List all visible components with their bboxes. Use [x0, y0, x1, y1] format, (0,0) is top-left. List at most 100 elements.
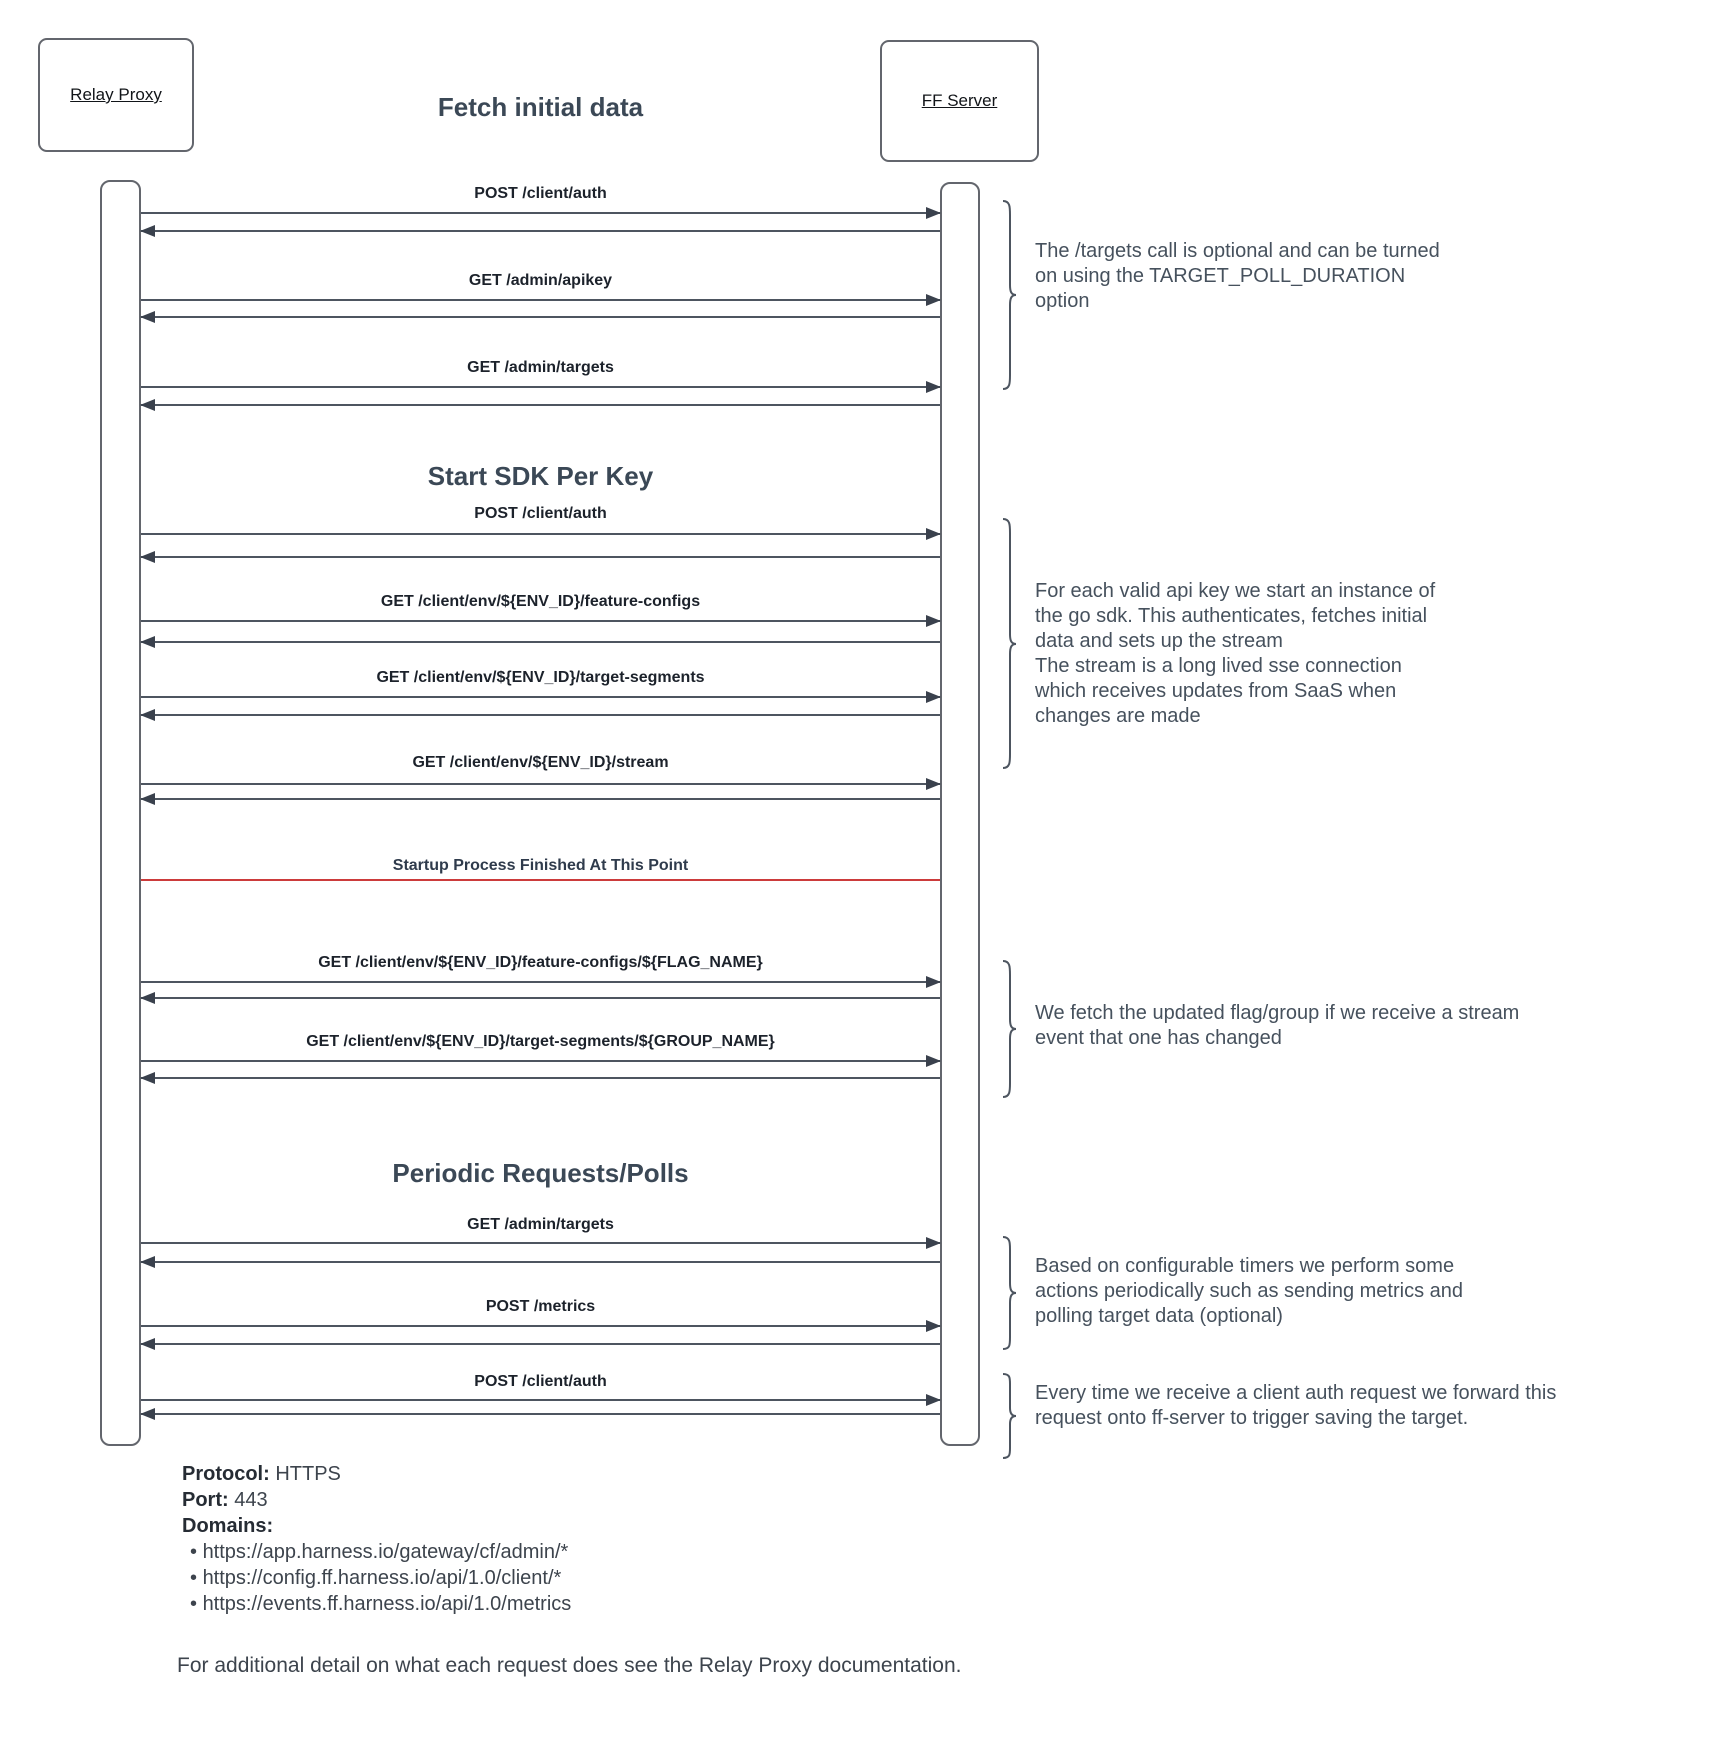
message-label: GET /client/env/${ENV_ID}/stream	[412, 754, 669, 771]
response-arrow	[140, 1408, 940, 1420]
arrowhead-right-icon	[926, 207, 941, 219]
arrowhead-left-icon	[140, 225, 155, 237]
arrowhead-right-icon	[926, 1055, 941, 1067]
response-arrow	[140, 636, 940, 648]
arrowhead-right-icon	[926, 1237, 941, 1249]
brace-icon	[1002, 1236, 1017, 1350]
annotation-targets-optional: The /targets call is optional and can be…	[1035, 239, 1635, 314]
annotation-line: changes are made	[1035, 705, 1201, 727]
annotation-line: For each valid api key we start an insta…	[1035, 580, 1436, 602]
actor-ff-server-label: FF Server	[921, 91, 998, 110]
arrowhead-right-icon	[926, 528, 941, 540]
request-arrow	[141, 381, 941, 393]
actor-relay-proxy-label: Relay Proxy	[70, 85, 162, 104]
message-label: POST /client/auth	[474, 1373, 607, 1390]
section-title-periodic-requests: Periodic Requests/Polls	[392, 1158, 689, 1188]
request-arrow	[141, 1394, 941, 1406]
lifeline-ff-server	[940, 182, 980, 1446]
arrowhead-right-icon	[926, 615, 941, 627]
arrowhead-left-icon	[140, 399, 155, 411]
brace-icon	[1002, 1373, 1017, 1459]
message-label: GET /admin/apikey	[468, 272, 613, 289]
annotation-line: Based on configurable timers we perform …	[1035, 1255, 1455, 1277]
section-title-start-sdk-per-key: Start SDK Per Key	[427, 461, 654, 491]
annotation-line: We fetch the updated flag/group if we re…	[1035, 1002, 1520, 1024]
domain-item: https://app.harness.io/gateway/cf/admin/…	[182, 1539, 571, 1565]
domain-item: https://config.ff.harness.io/api/1.0/cli…	[182, 1565, 571, 1591]
response-arrow	[140, 1072, 940, 1084]
section-title-fetch-initial-data: Fetch initial data	[437, 92, 644, 122]
annotation-line: which receives updates from SaaS when	[1035, 680, 1397, 702]
arrowhead-left-icon	[140, 1072, 155, 1084]
arrowhead-left-icon	[140, 551, 155, 563]
arrowhead-right-icon	[926, 691, 941, 703]
arrowhead-left-icon	[140, 793, 155, 805]
response-arrow	[140, 399, 940, 411]
port-label: Port:	[182, 1489, 229, 1511]
annotation-line: The /targets call is optional and can be…	[1035, 240, 1440, 262]
annotation-line: polling target data (optional)	[1035, 1305, 1283, 1327]
arrowhead-right-icon	[926, 976, 941, 988]
response-arrow	[140, 992, 940, 1004]
request-arrow	[141, 528, 941, 540]
request-arrow	[141, 691, 941, 703]
documentation-note: For additional detail on what each reque…	[177, 1654, 962, 1677]
annotation-line: option	[1035, 290, 1090, 312]
brace-icon	[1002, 518, 1017, 769]
connection-info: Protocol: HTTPS Port: 443 Domains: https…	[182, 1461, 571, 1617]
annotation-client-auth-forward: Every time we receive a client auth requ…	[1035, 1381, 1635, 1431]
annotation-line: data and sets up the stream	[1035, 630, 1283, 652]
response-arrow	[140, 225, 940, 237]
domain-item: https://events.ff.harness.io/api/1.0/met…	[182, 1591, 572, 1617]
response-arrow	[140, 1338, 940, 1350]
startup-finished-label: Startup Process Finished At This Point	[392, 857, 689, 874]
arrowhead-left-icon	[140, 992, 155, 1004]
annotation-line: event that one has changed	[1035, 1027, 1282, 1049]
request-arrow	[141, 1055, 941, 1067]
request-arrow	[141, 615, 941, 627]
message-label: POST /client/auth	[474, 185, 607, 202]
brace-icon	[1002, 200, 1017, 390]
message-label: GET /client/env/${ENV_ID}/target-segment…	[306, 1033, 775, 1050]
arrowhead-left-icon	[140, 311, 155, 323]
message-label: GET /client/env/${ENV_ID}/feature-config…	[318, 954, 763, 971]
annotation-periodic-timers: Based on configurable timers we perform …	[1035, 1254, 1635, 1329]
port-row: Port: 443	[182, 1487, 571, 1513]
response-arrow	[140, 793, 940, 805]
protocol-value: HTTPS	[269, 1463, 341, 1485]
request-arrow	[141, 778, 941, 790]
domains-row: Domains:	[182, 1513, 571, 1539]
arrowhead-left-icon	[140, 636, 155, 648]
arrowhead-right-icon	[926, 294, 941, 306]
annotation-line: The stream is a long lived sse connectio…	[1035, 655, 1402, 677]
annotation-stream-event: We fetch the updated flag/group if we re…	[1035, 1001, 1635, 1051]
protocol-label: Protocol:	[182, 1463, 270, 1485]
arrowhead-right-icon	[926, 381, 941, 393]
arrowhead-left-icon	[140, 1408, 155, 1420]
message-label: GET /client/env/${ENV_ID}/target-segment…	[376, 669, 705, 686]
request-arrow	[141, 1237, 941, 1249]
startup-finished-line	[141, 879, 940, 881]
message-label: POST /metrics	[485, 1298, 596, 1315]
request-arrow	[141, 294, 941, 306]
response-arrow	[140, 709, 940, 721]
annotation-line: actions periodically such as sending met…	[1035, 1280, 1463, 1302]
arrowhead-right-icon	[926, 778, 941, 790]
annotation-line: the go sdk. This authenticates, fetches …	[1035, 605, 1428, 627]
port-value: 443	[228, 1489, 268, 1511]
actor-relay-proxy: Relay Proxy	[38, 38, 194, 152]
response-arrow	[140, 311, 940, 323]
arrowhead-left-icon	[140, 1338, 155, 1350]
message-label: GET /admin/targets	[467, 359, 614, 376]
arrowhead-left-icon	[140, 709, 155, 721]
message-label: POST /client/auth	[474, 505, 607, 522]
request-arrow	[141, 1320, 941, 1332]
protocol-row: Protocol: HTTPS	[182, 1461, 571, 1487]
domains-label: Domains:	[182, 1515, 274, 1537]
arrowhead-right-icon	[926, 1320, 941, 1332]
message-label: GET /admin/targets	[467, 1216, 614, 1233]
request-arrow	[141, 207, 941, 219]
annotation-line: Every time we receive a client auth requ…	[1035, 1382, 1557, 1404]
annotation-sdk-per-key: For each valid api key we start an insta…	[1035, 579, 1635, 729]
